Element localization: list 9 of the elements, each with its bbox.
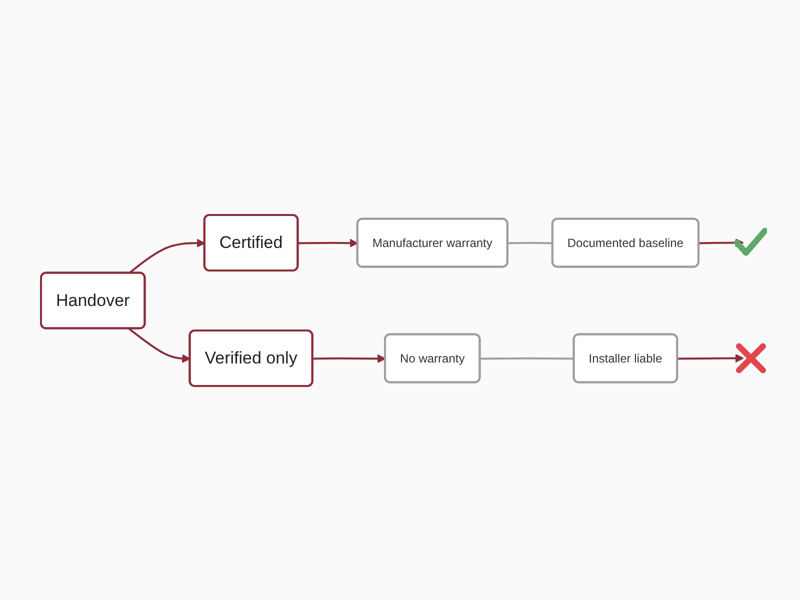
- check-icon: [734, 227, 767, 256]
- cross-icon: [736, 342, 766, 373]
- step-box: Installer liable: [573, 332, 678, 383]
- process-box: Verified only: [188, 329, 314, 386]
- step-box: Manufacturer warranty: [356, 217, 509, 268]
- step-box: No warranty: [384, 332, 481, 383]
- process-box: Handover: [40, 271, 146, 329]
- process-box: Certified: [204, 214, 299, 271]
- step-box: Documented baseline: [552, 217, 700, 268]
